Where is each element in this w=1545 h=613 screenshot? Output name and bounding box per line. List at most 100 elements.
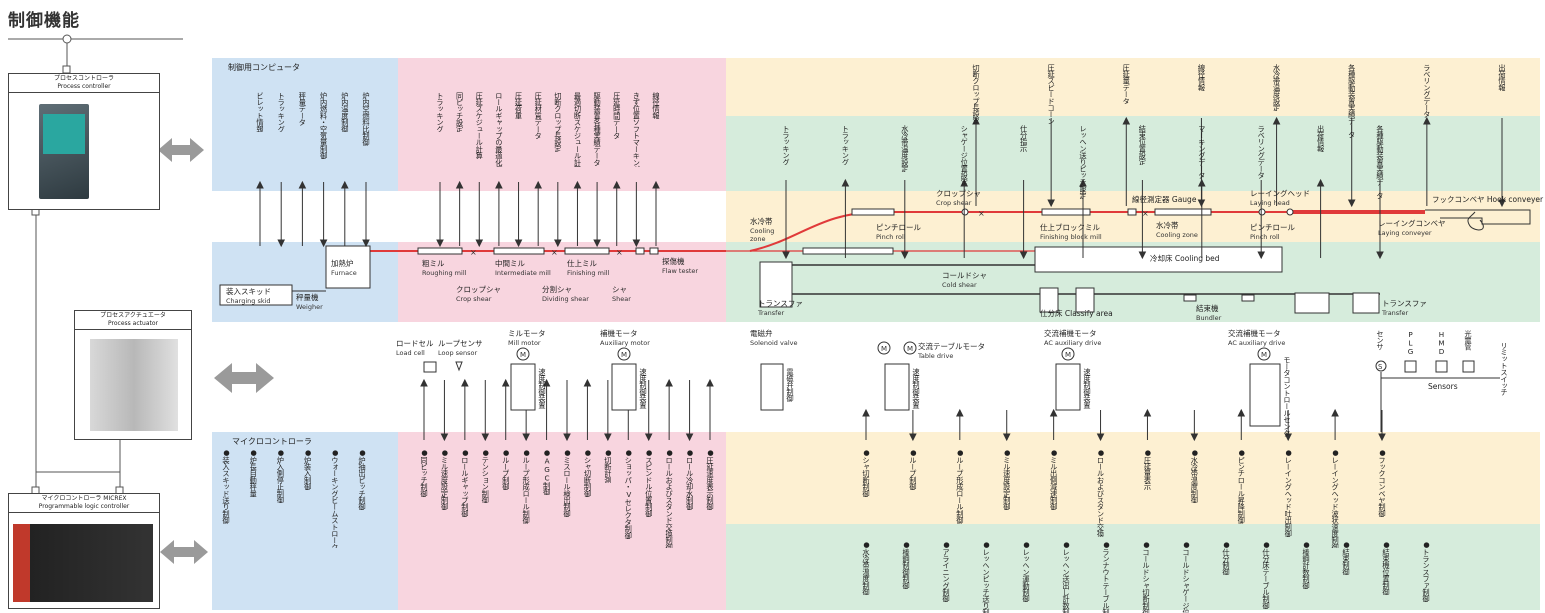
arrow-down-icon (900, 251, 909, 260)
top-yellow-item: 切断クロップ長設定 (972, 64, 980, 125)
process-actuator-ja: プロセスアクチュエータ (100, 312, 166, 319)
top-blue-item: 炉内燃料・空気量制御 (319, 92, 328, 159)
top-pink-item: トラッキング (436, 92, 444, 133)
arrow-up-icon (420, 378, 428, 387)
bottom-pink-item: ●ロールギャップ制御 (460, 448, 469, 517)
zone-top-pink (398, 58, 726, 191)
arrow-up-icon (1049, 408, 1058, 417)
bottom-pink-item: ●ループ形成ロール制御 (522, 448, 531, 524)
bottom-pink-item: ●AGC制御 (542, 448, 551, 496)
top-green-item: 結束位置設定 (1138, 125, 1147, 166)
svg-text:×: × (470, 248, 477, 257)
arrow-up-icon (956, 408, 964, 417)
arrow-up-icon (841, 178, 850, 187)
arrow-down-icon (514, 239, 523, 248)
arrow-down-icon (1190, 433, 1199, 442)
bottom-pink-item: ●切断計測 (603, 448, 612, 484)
arrow-up-icon (1423, 116, 1431, 125)
svg-text:S: S (1378, 363, 1383, 371)
process-controller-ja: プロセスコントローラ (53, 75, 114, 82)
double-arrow-top-icon (158, 138, 204, 162)
process-actuator-en: Process actuator (108, 320, 158, 327)
arrow-down-icon (1257, 251, 1266, 260)
arrow-down-icon (277, 239, 286, 248)
zone-top-blue (212, 58, 398, 191)
bottom-green-item: ●トランスファ制御 (1422, 540, 1430, 603)
double-arrow-bottom-icon (160, 540, 208, 564)
svg-text:×: × (616, 248, 623, 257)
bottom-pink-item: ●同ピッチ制御 (420, 448, 428, 497)
svg-text:×: × (551, 248, 558, 257)
bottom-pink-item: ●テンション制御 (481, 448, 490, 504)
speed1-label: 速度制御装置 (538, 368, 547, 409)
arrow-up-icon (1272, 116, 1281, 125)
top-pink-item: 切断クロップ長設定 (553, 92, 562, 153)
network-node (62, 34, 72, 44)
svg-text:M: M (907, 345, 913, 353)
plc-photo (13, 524, 153, 602)
arrow-up-icon (495, 180, 503, 189)
arrow-down-icon (1378, 433, 1386, 442)
bottom-green-item: ●アライニング制御 (942, 540, 950, 603)
plc-en: Programmable logic controller (38, 503, 130, 510)
top-pink-item: 圧延材質データ (534, 92, 543, 139)
top-yellow-item: 圧延量データ (1122, 64, 1131, 105)
arrow-down-icon (1138, 251, 1147, 260)
arrow-up-icon (1316, 178, 1325, 187)
arrow-down-icon (632, 239, 641, 248)
transfer1-box (759, 261, 793, 308)
sensors-en-label: Sensors (1428, 382, 1458, 391)
svg-text:M: M (621, 351, 627, 359)
section-computer-label: 制御用コンピュータ (228, 63, 300, 72)
bottom-green-item: ●結束機位置制御 (1382, 540, 1390, 596)
speed4-label: 速度制御装置 (1083, 368, 1092, 409)
bottom-pink-item: ●圧延速度表示制御 (706, 448, 714, 511)
arrow-up-icon (1143, 408, 1152, 417)
arrow-down-icon (1347, 199, 1356, 208)
mcc-label: モータコントロールセンタ (1283, 356, 1292, 437)
zone-bottom-yellow (726, 432, 1540, 524)
zone-line-pink (398, 242, 726, 322)
cooling-bed-label: 冷却床 Cooling bed (1150, 254, 1220, 263)
top-blue-item: 炉内空燃料比制御 (362, 92, 370, 146)
arrow-down-icon (1498, 199, 1506, 208)
arrow-up-icon (298, 180, 307, 189)
actuator-symbols (423, 341, 1500, 432)
bottom-yellow-item: ●ロールおよびスタンド交換 (1096, 448, 1105, 537)
arrow-up-icon (706, 378, 714, 387)
zone-line-yellow (726, 191, 1540, 242)
top-yellow-item: 線径情報 (1197, 64, 1206, 91)
top-green-item: マーキングデータ (1197, 125, 1206, 179)
bottom-pink-item: ●ショッパ・Vセレクタ制御 (624, 448, 633, 539)
process-actuator-photo (90, 339, 178, 431)
arrow-up-icon (534, 180, 542, 189)
bottom-pink-item: ●ロールおよびスタンド交換制御 (665, 448, 674, 548)
arrow-down-icon (475, 239, 484, 248)
arrow-down-icon (604, 433, 612, 442)
arrow-down-icon (1047, 199, 1055, 208)
top-pink-item: 同ピッチ設定 (455, 92, 464, 133)
bottom-yellow-item: ●ミル速度設定制御 (1002, 448, 1011, 511)
arrow-down-icon (1002, 433, 1011, 442)
top-green-item: シャゲージ位置設定 (960, 125, 969, 186)
bottom-blue-item: ●ウォーキングビームストローク制御 (330, 448, 339, 548)
speed3-label: 速度制御装置 (912, 368, 921, 409)
arrow-down-icon (644, 433, 653, 442)
furnace-box (325, 245, 371, 289)
arrow-up-icon (1122, 116, 1131, 125)
arrow-up-icon (256, 180, 264, 189)
